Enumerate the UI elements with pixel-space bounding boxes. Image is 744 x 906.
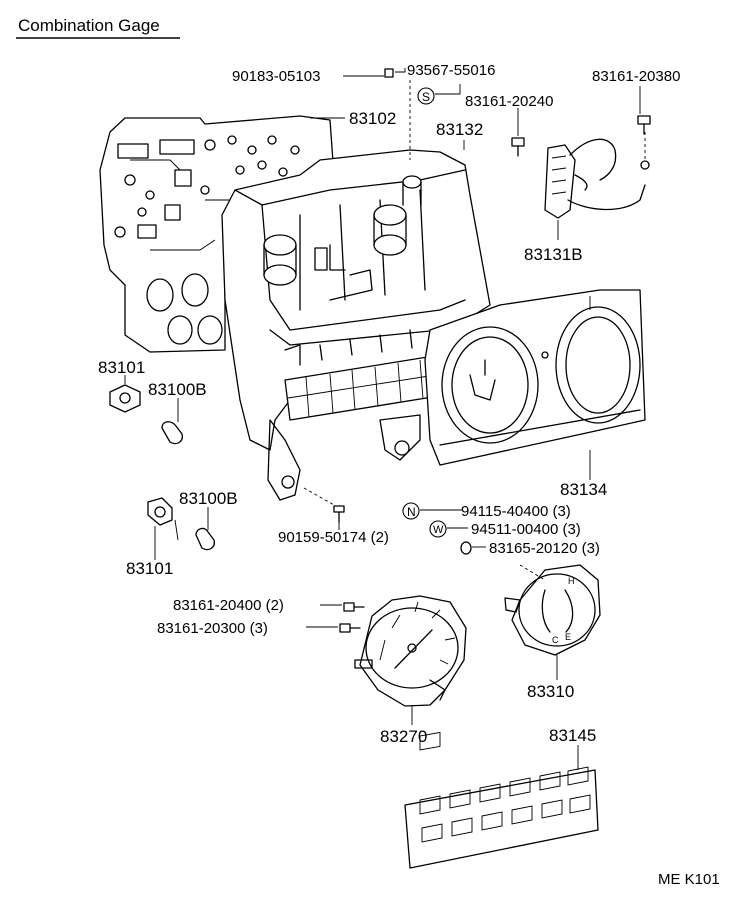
label-90159-50174: 90159-50174 (2) (278, 529, 389, 546)
label-83132: 83132 (436, 120, 483, 139)
bulb-socket-upper (109, 384, 141, 413)
label-83134: 83134 (560, 480, 607, 499)
label-94511-00400: 94511-00400 (3) (471, 521, 581, 538)
symbol-n-circle (402, 502, 420, 520)
label-83102: 83102 (349, 109, 396, 128)
indicator-plate (404, 731, 599, 869)
svg-text:E: E (565, 632, 571, 642)
symbol-n: N (407, 505, 416, 519)
label-83101-lower: 83101 (126, 559, 173, 578)
symbol-s-circle (417, 87, 435, 105)
label-83310: 83310 (527, 682, 574, 701)
symbol-s: S (422, 90, 430, 104)
screw-83161-20240 (511, 137, 525, 157)
label-93567-55016: 93567-55016 (407, 62, 495, 79)
fuel-temperature-gauge: H C E (504, 564, 601, 656)
bulb-socket-lower (147, 497, 173, 526)
wire-harness (544, 132, 650, 219)
bulb-lower (195, 527, 215, 551)
label-83161-20300: 83161-20300 (3) (157, 620, 268, 637)
screw-83161-20380 (637, 115, 651, 135)
symbol-w-circle (429, 520, 447, 538)
label-83100b-lower: 83100B (179, 489, 238, 508)
symbol-w: W (433, 524, 444, 536)
label-83100b-upper: 83100B (148, 380, 207, 399)
svg-text:H: H (568, 576, 575, 586)
washer-83165 (460, 541, 472, 555)
bulb-upper (161, 421, 183, 445)
label-83161-20400: 83161-20400 (2) (173, 597, 284, 614)
leader-lines (124, 68, 641, 770)
screw-90159 (333, 505, 345, 523)
label-94115-40400: 94115-40400 (3) (461, 503, 571, 520)
footer-code: ME K101 (658, 871, 720, 888)
label-83161-20380: 83161-20380 (592, 68, 680, 85)
clip-90183 (384, 68, 394, 78)
screws-tachometer (339, 602, 365, 633)
label-83161-20240: 83161-20240 (465, 93, 553, 110)
meter-housing (424, 289, 646, 466)
tachometer (354, 595, 467, 707)
diagram-title: Combination Gage (18, 16, 160, 35)
label-83131b: 83131B (524, 245, 583, 264)
svg-text:C: C (552, 635, 559, 645)
label-83165-20120: 83165-20120 (3) (489, 540, 600, 557)
label-90183-05103: 90183-05103 (232, 68, 320, 85)
label-83101-upper: 83101 (98, 358, 145, 377)
printed-circuit-plate (99, 115, 336, 353)
label-83270: 83270 (380, 727, 427, 746)
label-83145: 83145 (549, 726, 596, 745)
